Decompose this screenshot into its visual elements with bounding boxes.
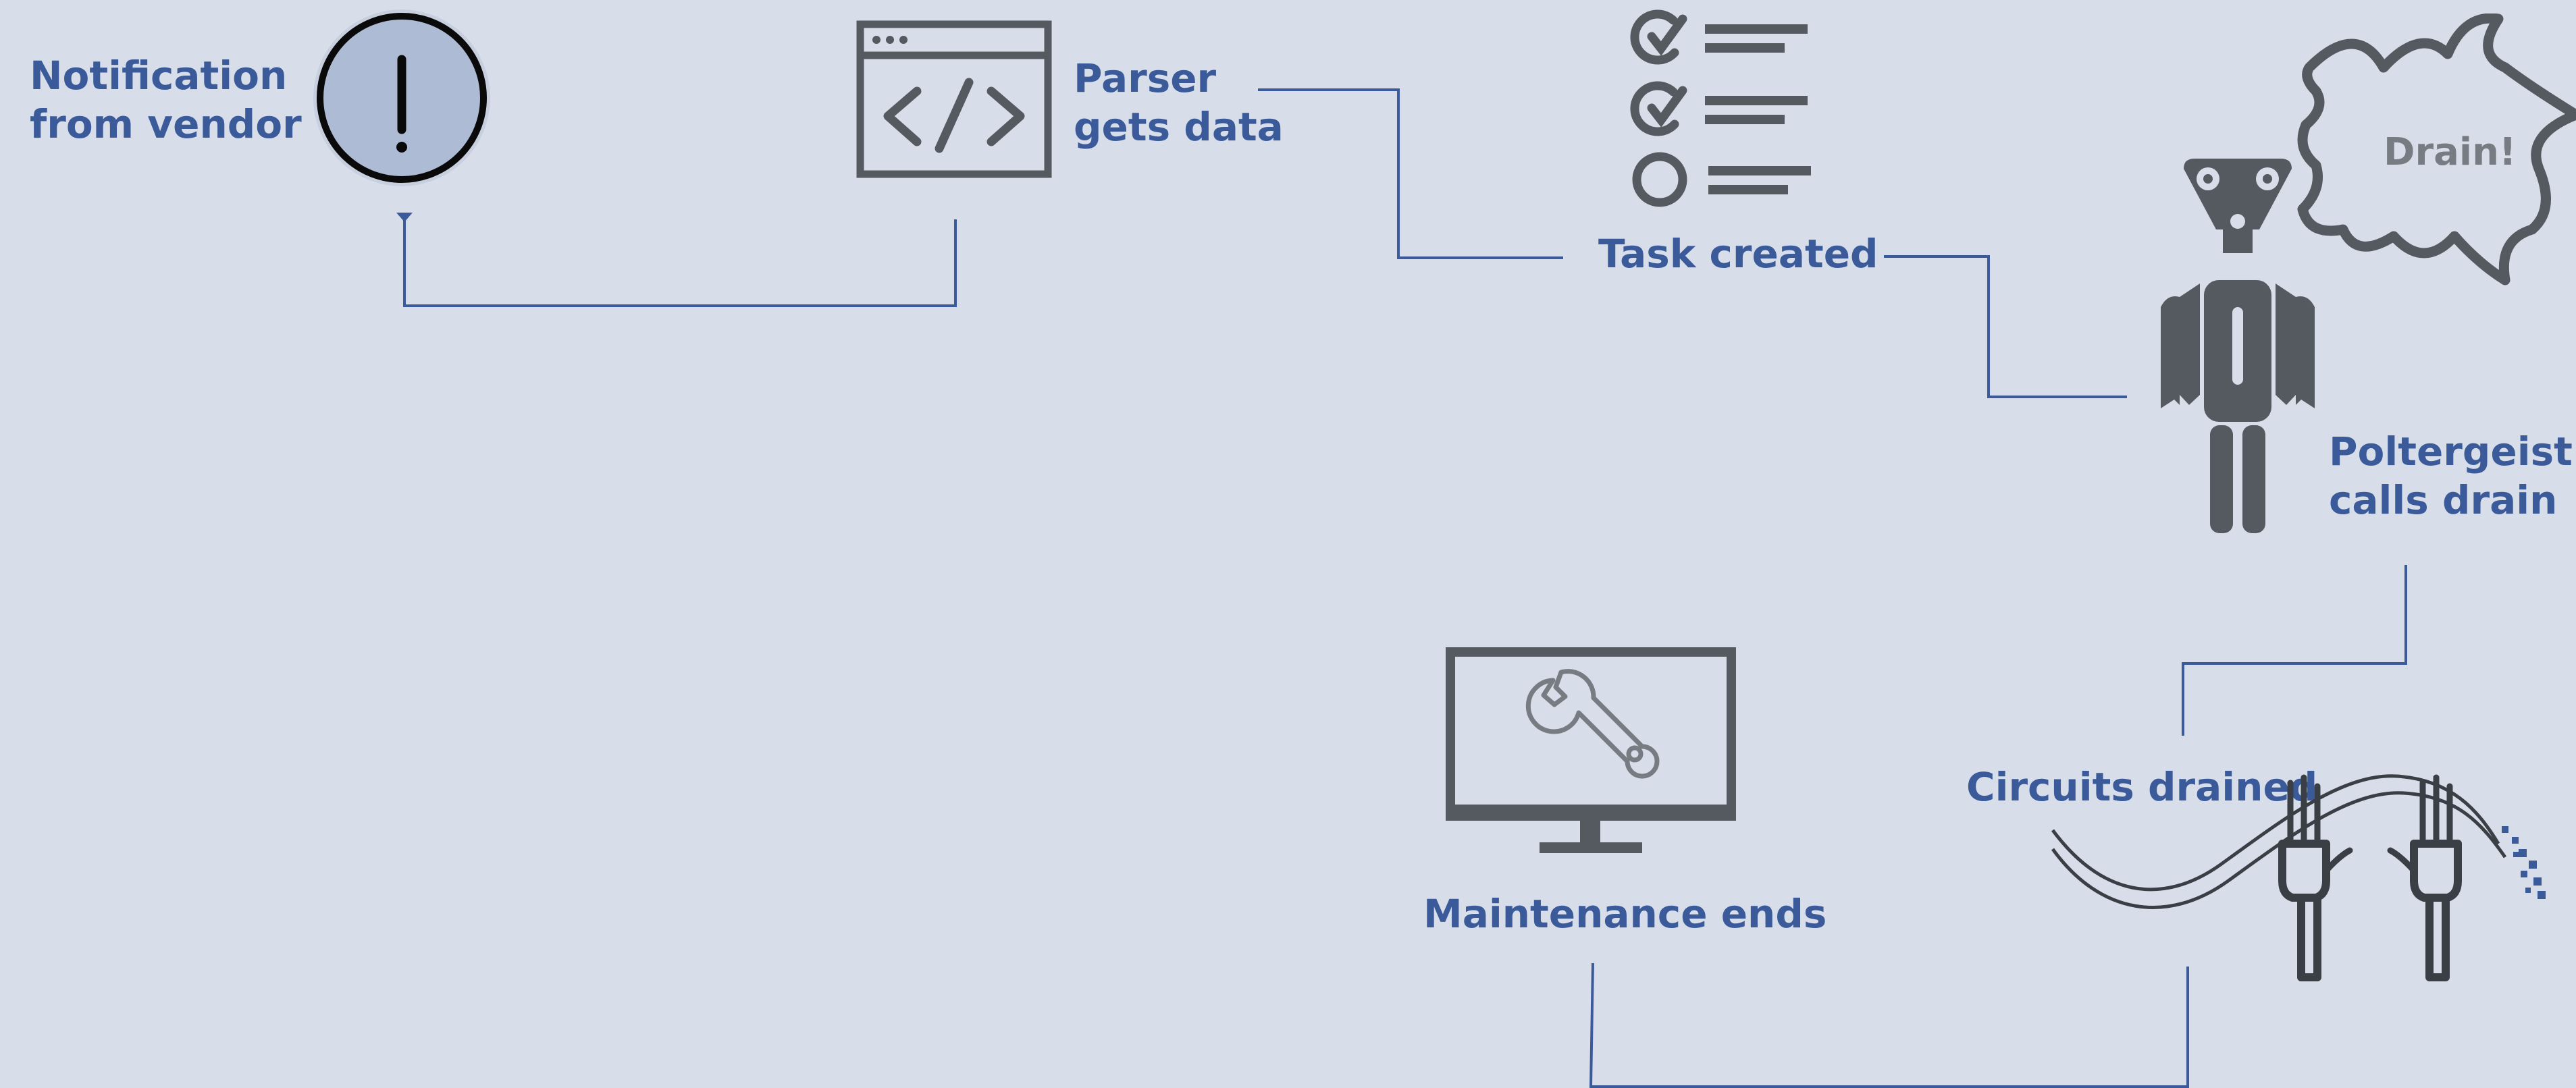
monitor-wrench-icon bbox=[1446, 647, 1736, 853]
connector-arrowhead bbox=[396, 213, 413, 222]
unplugged-cables-icon bbox=[2051, 774, 2546, 981]
maintenance-ends-label: Maintenance ends bbox=[1423, 891, 1827, 937]
robot-icon bbox=[2161, 159, 2315, 533]
connector-parser-to-task bbox=[1258, 88, 1563, 259]
connector-circuits-to-maintenance bbox=[1589, 962, 2189, 1088]
connector-parser-to-notification bbox=[403, 215, 957, 307]
circuits-drained-label: Circuits drained bbox=[1966, 764, 2318, 810]
exclamation-icon bbox=[313, 9, 490, 186]
checklist-icon bbox=[1630, 9, 1811, 207]
notification-label: Notification from vendor bbox=[30, 53, 302, 147]
speech-burst-label: Drain! bbox=[2384, 130, 2517, 174]
parser-label: Parser gets data bbox=[1074, 55, 1284, 150]
speech-burst-icon bbox=[2297, 13, 2576, 285]
connector-poltergeist-to-circuits bbox=[2182, 565, 2407, 736]
code-window-icon bbox=[856, 20, 1052, 178]
task-created-label: Task created bbox=[1598, 231, 1878, 277]
poltergeist-label: Poltergeist calls drain bbox=[2329, 429, 2573, 523]
connector-task-to-poltergeist bbox=[1884, 255, 2127, 398]
